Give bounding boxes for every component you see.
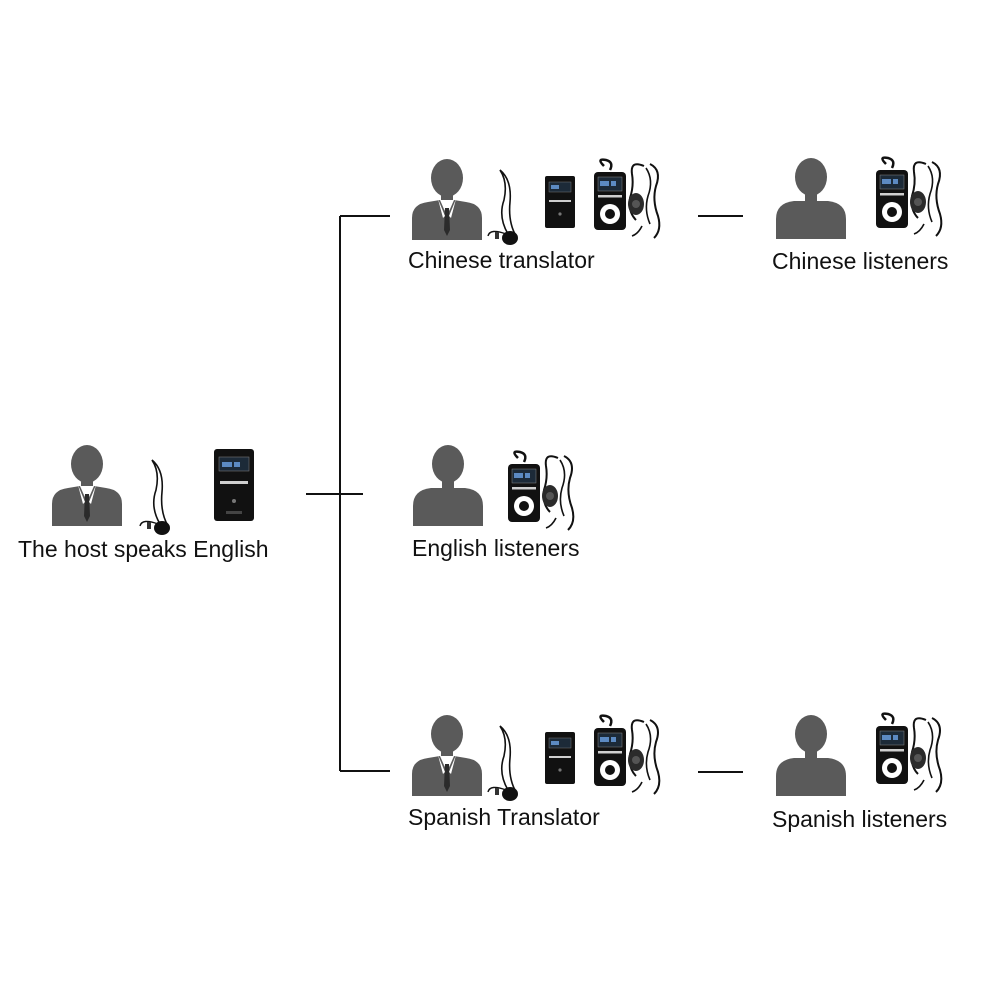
- host-label: The host speaks English: [18, 536, 269, 562]
- chinese-listener-receiver-icon: [874, 156, 943, 238]
- chinese-translator-receiver-icon: [592, 158, 661, 240]
- chinese-translator-microphone-icon: [487, 169, 519, 246]
- spanish-translator-receiver-icon: [592, 714, 661, 796]
- spanish-translator-person-icon: [412, 715, 482, 796]
- connector-lines: [306, 215, 743, 773]
- chinese-listener-person-icon: [776, 158, 846, 239]
- host-person-icon: [52, 445, 122, 526]
- chinese-translator-label: Chinese translator: [408, 247, 595, 273]
- chinese-translator-transmitter-icon: [544, 175, 576, 229]
- host-node: [52, 445, 255, 536]
- english-listener-receiver-icon: [506, 450, 575, 532]
- spanish-translator-transmitter-icon: [544, 731, 576, 785]
- host-transmitter-icon: [213, 448, 255, 522]
- chinese-translator-person-icon: [412, 159, 482, 240]
- spanish-listeners-node: [776, 712, 943, 796]
- spanish-listener-person-icon: [776, 715, 846, 796]
- chinese-listeners-node: [776, 156, 943, 239]
- english-listeners-node: [413, 445, 575, 532]
- spanish-listeners-label: Spanish listeners: [772, 806, 948, 832]
- host-microphone-icon: [139, 459, 171, 536]
- spanish-listener-receiver-icon: [874, 712, 943, 794]
- spanish-translator-label: Spanish Translator: [408, 804, 600, 830]
- chinese-translator-node: [412, 158, 661, 246]
- english-listener-person-icon: [413, 445, 483, 526]
- spanish-translator-microphone-icon: [487, 725, 519, 802]
- chinese-listeners-label: Chinese listeners: [772, 248, 949, 274]
- spanish-translator-node: [412, 714, 661, 802]
- english-listeners-label: English listeners: [412, 535, 580, 561]
